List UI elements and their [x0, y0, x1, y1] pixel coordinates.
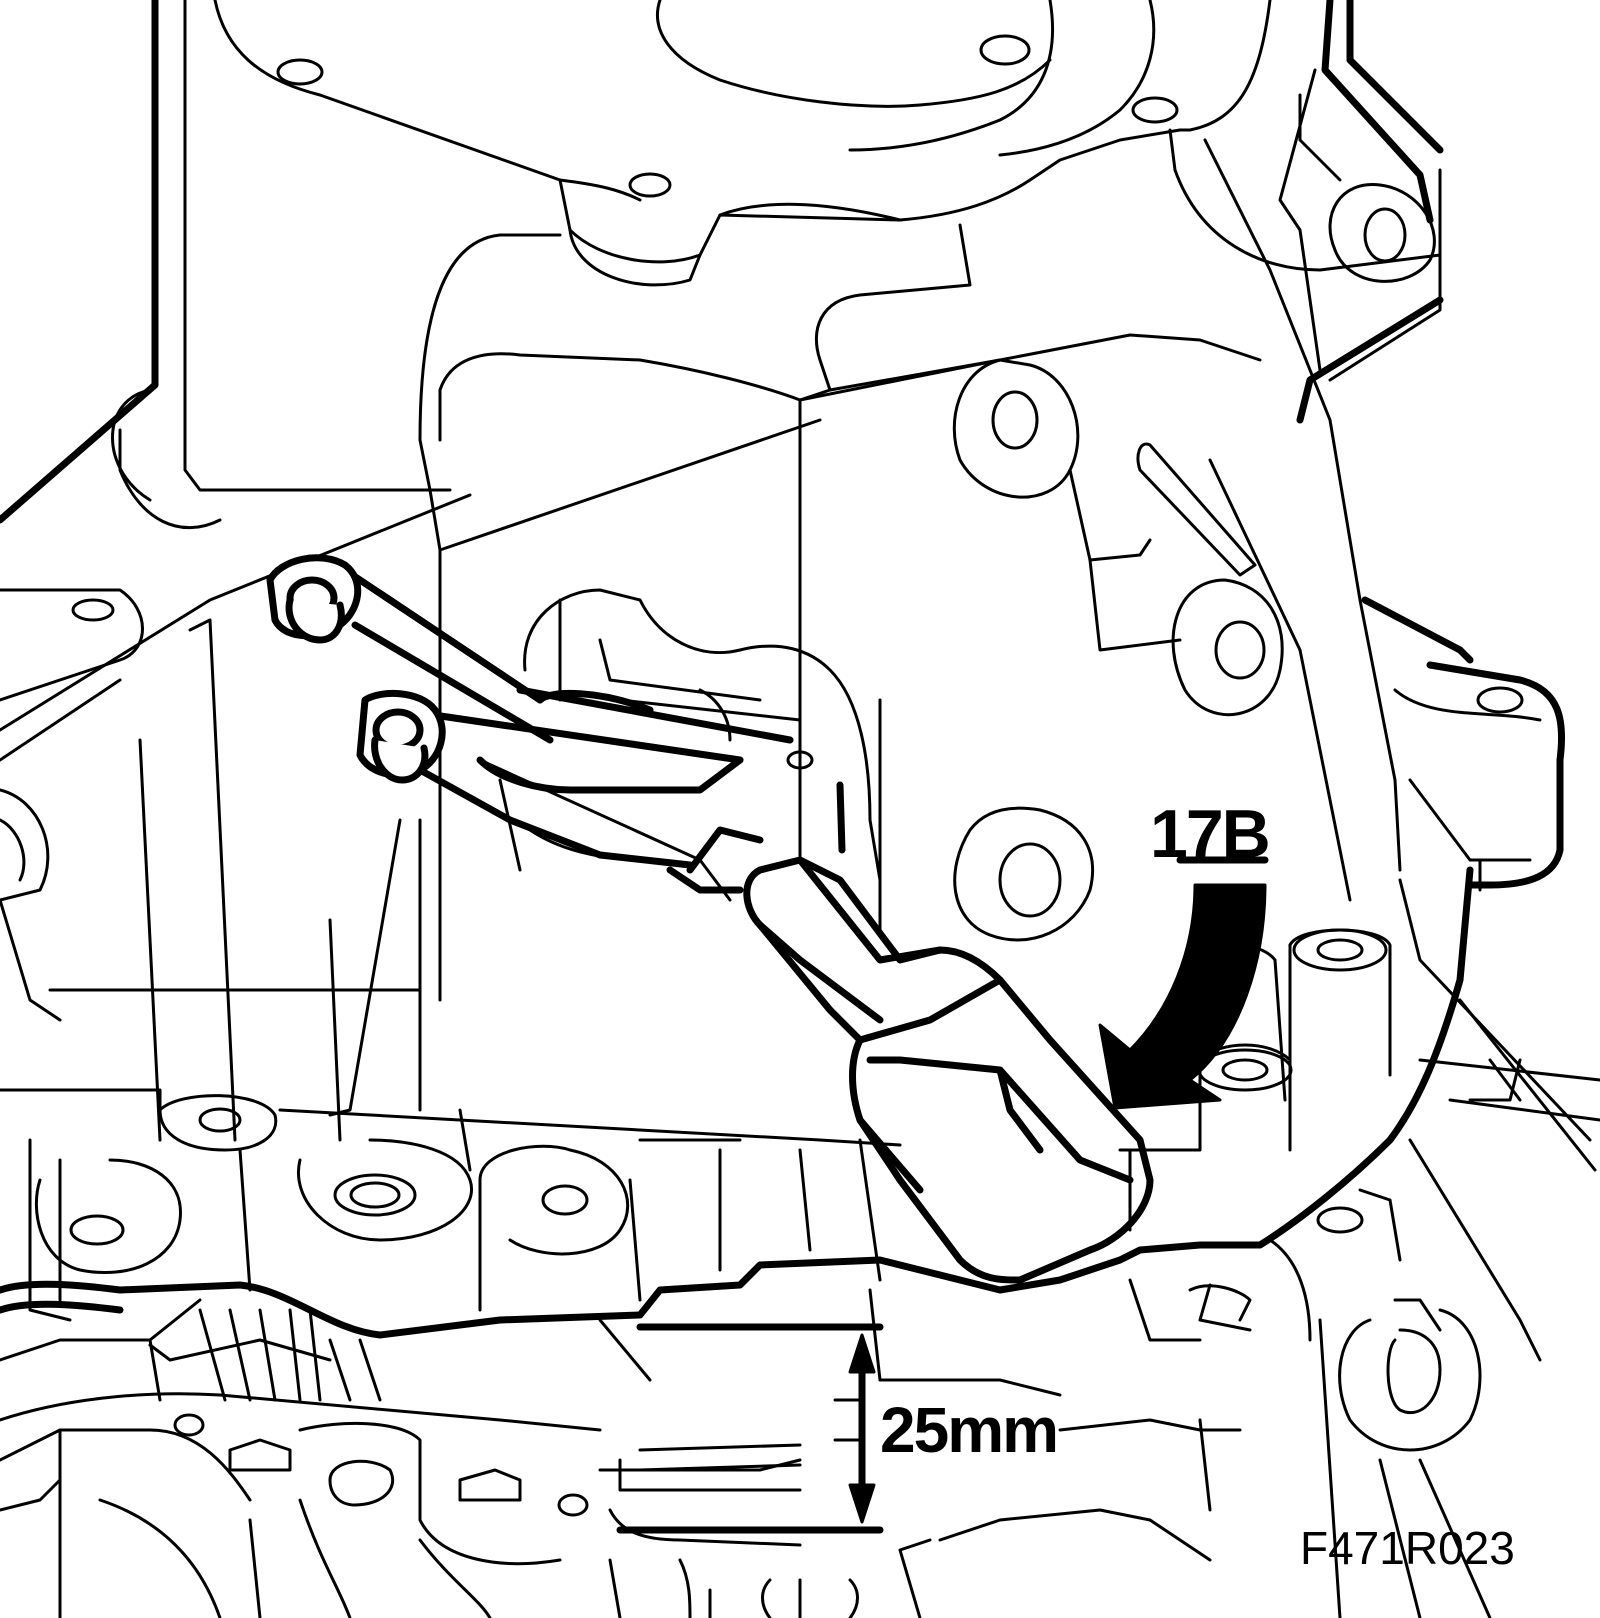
pointer-arrow	[1098, 856, 1269, 1110]
tool-17b	[476, 756, 1154, 1284]
upper-housing	[0, 0, 1444, 524]
right-flange	[1361, 596, 1597, 1172]
dimension-label: 25mm	[880, 1394, 1059, 1466]
lower-right	[1316, 1058, 1600, 1618]
shift-lever-linkage	[266, 554, 794, 872]
lever-bracket	[478, 588, 882, 1082]
right-bosses	[953, 806, 1392, 1232]
dimension-arrow	[616, 1323, 884, 1534]
figure-id: F471R023	[1300, 1522, 1515, 1574]
tool-callout-label: 17B	[1150, 796, 1271, 872]
left-casting	[0, 388, 472, 1142]
lower-casting	[0, 1238, 1312, 1618]
lower-flange	[0, 1088, 902, 1322]
joint-outline	[0, 866, 1474, 1339]
